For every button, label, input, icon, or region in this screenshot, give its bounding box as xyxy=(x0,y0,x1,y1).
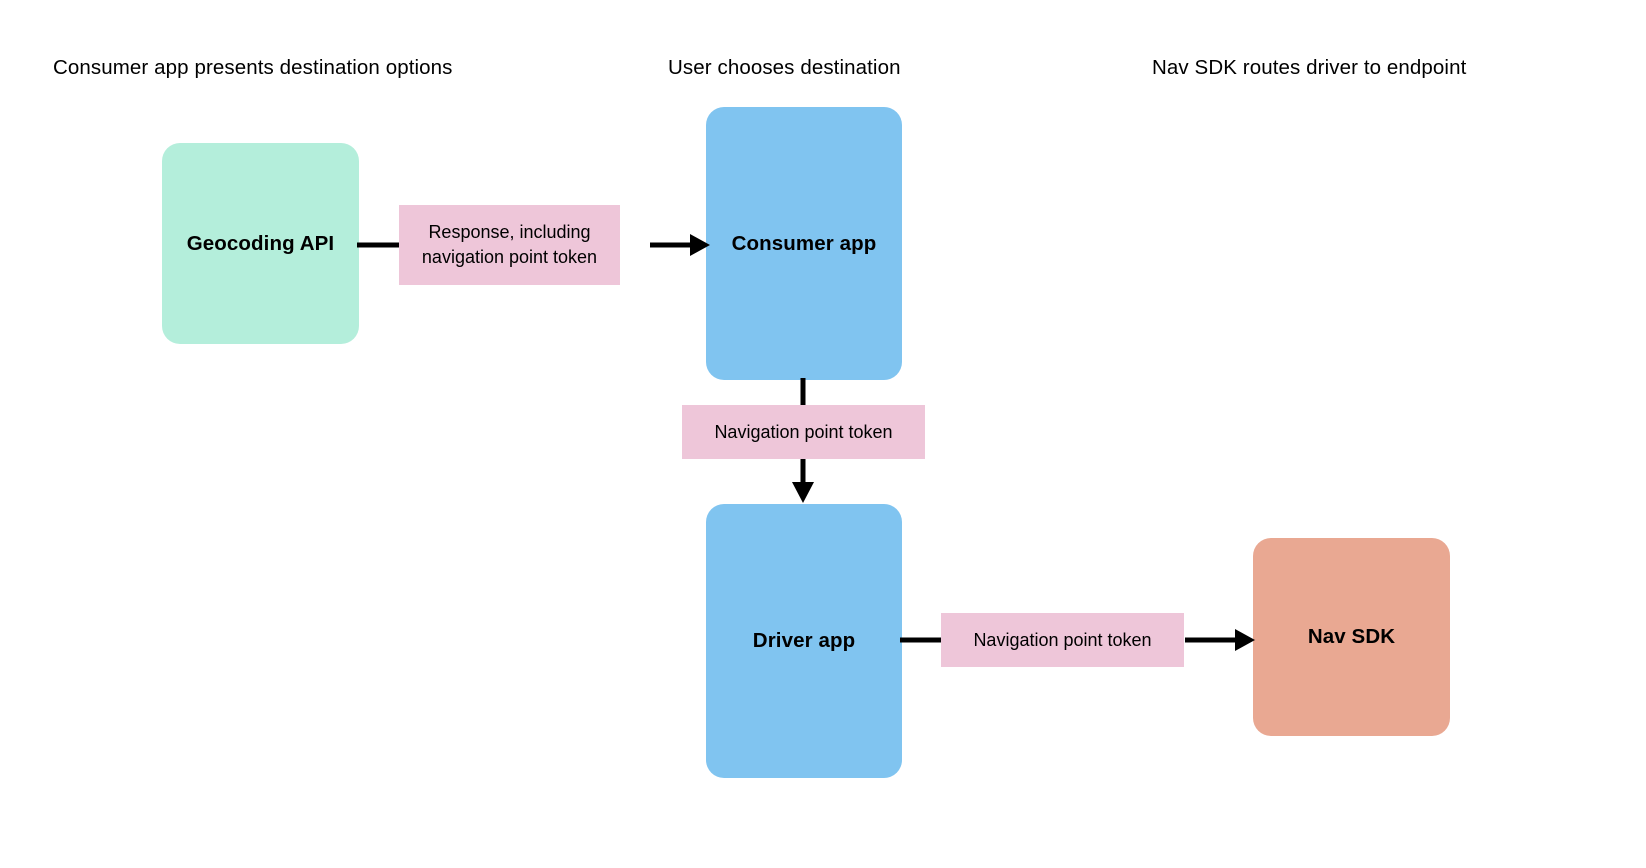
edge-geocoding-api-to-consumer-app xyxy=(356,230,711,260)
node-nav-sdk[interactable]: Nav SDK xyxy=(1253,538,1450,736)
stage-heading-nav-sdk-routes-driver-to-endpoint: Nav SDK routes driver to endpoint xyxy=(1152,56,1467,79)
arrowhead-icon xyxy=(792,482,814,503)
node-geocoding-api-label: Geocoding API xyxy=(186,231,335,255)
edge-label-text: Navigation point token xyxy=(973,629,1152,650)
node-driver-app[interactable]: Driver app xyxy=(706,504,902,778)
node-nav-sdk-label: Nav SDK xyxy=(1307,625,1396,648)
arrowhead-icon xyxy=(690,234,710,256)
node-driver-app-label: Driver app xyxy=(752,629,856,652)
stage-heading-user-chooses-destination: User chooses destination xyxy=(668,56,901,79)
node-geocoding-api[interactable]: Geocoding API xyxy=(162,143,359,344)
arrowhead-icon xyxy=(1235,629,1255,651)
edge-label-navigation-point-token-consumer-to-driver: Navigation point token xyxy=(682,405,925,459)
edge-label-response-including-navigation-point-token: Response, including navigation point tok… xyxy=(399,205,620,285)
edge-driver-app-to-nav-sdk xyxy=(899,625,1256,655)
edge-label-text: Navigation point token xyxy=(714,421,893,442)
node-consumer-app[interactable]: Consumer app xyxy=(706,107,902,380)
node-consumer-app-label: Consumer app xyxy=(731,231,877,255)
edge-label-navigation-point-token-driver-to-navsdk: Navigation point token xyxy=(941,613,1184,667)
stage-heading-consumer-app-presents-destination-options: Consumer app presents destination option… xyxy=(53,56,453,79)
edge-label-text: Response, including navigation point tok… xyxy=(421,222,598,267)
